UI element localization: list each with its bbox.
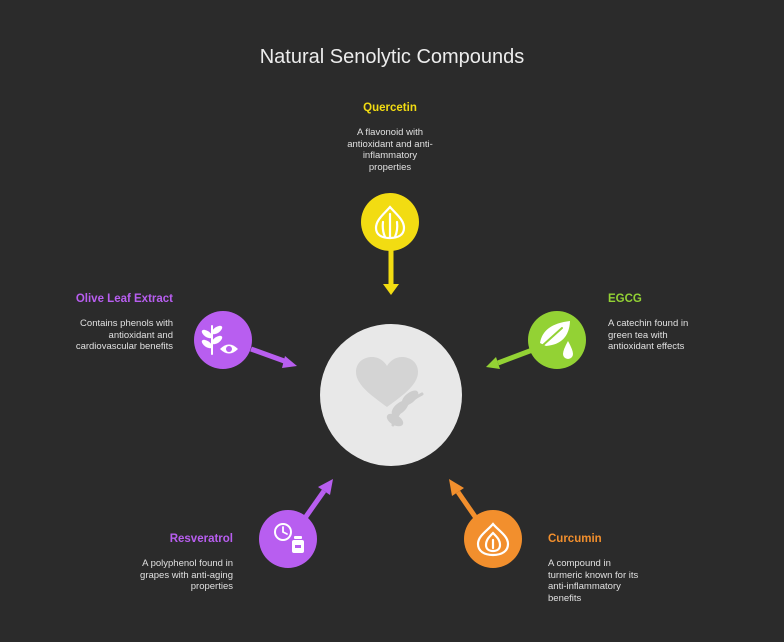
desc-line: benefits (548, 592, 582, 604)
heart-leaf-icon (356, 357, 424, 427)
desc-line: Contains phenols with (80, 318, 173, 329)
desc-line: properties (190, 581, 233, 592)
supplement-timer-icon (274, 523, 304, 553)
leaf-drop-icon (540, 321, 573, 359)
leaf-eye-icon (201, 325, 238, 355)
label-resveratrol: Resveratrol (169, 533, 233, 545)
desc-quercetin: A flavonoid with antioxidant and anti- i… (310, 127, 470, 173)
desc-egcg: A catechin found in green tea with antio… (608, 318, 768, 353)
desc-line: A catechin found in (608, 318, 689, 329)
desc-line: cardiovascular benefits (75, 341, 173, 352)
arrowhead-quercetin (383, 284, 399, 295)
desc-olive: Contains phenols with antioxidant and ca… (13, 318, 173, 353)
desc-resveratrol: A polyphenol found in grapes with anti-a… (73, 558, 233, 593)
desc-line: antioxidant and anti- (347, 138, 433, 150)
label-curcumin: Curcumin (548, 533, 602, 545)
desc-line: inflammatory (362, 150, 418, 161)
node-olive (194, 311, 252, 369)
desc-curcumin: A compound in turmeric known for its ant… (548, 558, 718, 604)
desc-line: turmeric known for its (548, 569, 639, 581)
label-egcg: EGCG (608, 293, 642, 305)
desc-line: antioxidant effects (608, 341, 685, 352)
desc-line: A polyphenol found in (142, 558, 233, 569)
arrow-olive (250, 346, 288, 365)
arrowhead-olive (282, 356, 297, 368)
arrowhead-resveratrol (318, 479, 333, 495)
onion-icon (476, 522, 510, 557)
desc-line: A compound in (548, 558, 611, 569)
garlic-icon (374, 205, 406, 240)
label-quercetin: Quercetin (363, 102, 417, 114)
arrow-curcumin (455, 490, 479, 520)
desc-line: grapes with anti-aging (140, 569, 233, 581)
arrow-egcg (497, 346, 536, 366)
arrowhead-curcumin (449, 479, 464, 496)
desc-line: green tea with (608, 329, 668, 341)
desc-line: A flavonoid with (356, 127, 423, 138)
arrow-resveratrol (302, 489, 327, 520)
desc-line: anti-inflammatory (548, 581, 621, 592)
diagram-title: Natural Senolytic Compounds (259, 46, 525, 68)
desc-line: antioxidant and (108, 329, 173, 341)
desc-line: properties (368, 161, 412, 173)
label-olive: Olive Leaf Extract (75, 293, 173, 305)
arrowhead-egcg (486, 357, 500, 369)
